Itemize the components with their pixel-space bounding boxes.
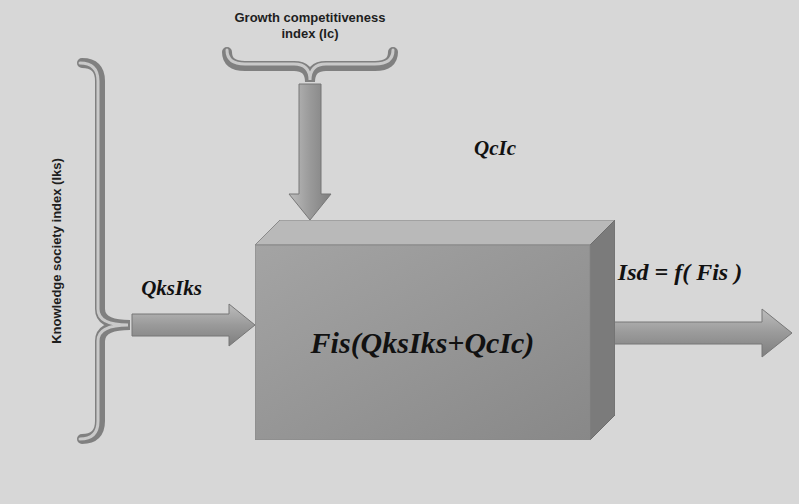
bracket-highlight xyxy=(80,63,128,439)
block-arrow xyxy=(132,304,255,346)
input-bracket: Growth competitiveness index (Ic) xyxy=(215,10,405,84)
node-text: Fis(QksIks+QcIc) xyxy=(311,326,535,360)
edge-label-holder: QksIks xyxy=(141,276,202,301)
edge-label: QcIc xyxy=(474,136,516,161)
box-top-face xyxy=(255,220,615,245)
input-bracket: Knowledge society index (Iks) xyxy=(40,55,132,447)
box-side-face xyxy=(590,220,615,440)
node-text: Growth competitiveness index (Ic) xyxy=(215,10,405,42)
block-arrow xyxy=(289,84,331,220)
process-box: Fis(QksIks+QcIc) xyxy=(255,220,615,440)
node-text: Knowledge society index (Iks) xyxy=(48,55,66,447)
box-front-face xyxy=(255,245,590,440)
formula-label-holder: Isd = f( Fis ) xyxy=(618,259,742,286)
bracket-shape xyxy=(215,48,405,84)
bracket-body xyxy=(82,63,130,439)
edge-label-holder: QcIc xyxy=(474,136,516,161)
bracket-highlight xyxy=(227,50,393,80)
edge-label: QksIks xyxy=(141,276,202,301)
output-formula: Isd = f( Fis ) xyxy=(618,259,742,286)
output-arrow xyxy=(590,309,792,357)
